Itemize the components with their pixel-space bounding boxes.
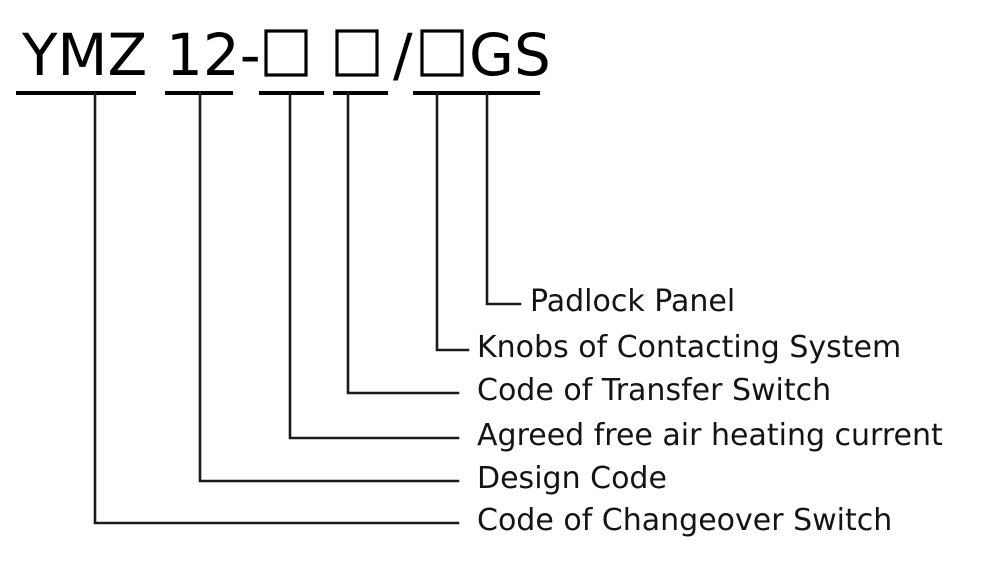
code-placeholder-box-2	[335, 29, 379, 77]
callout-label-knobs-contacting-system: Knobs of Contacting System	[477, 330, 901, 365]
callout-label-code-changeover-switch: Code of Changeover Switch	[477, 503, 892, 538]
callout-label-padlock-panel: Padlock Panel	[530, 284, 735, 319]
leader-line-knobs-contacting-system	[435, 91, 470, 352]
leader-line-padlock-panel	[485, 91, 522, 306]
code-placeholder-box-1	[264, 29, 308, 77]
code-segment-slash: /	[393, 21, 413, 89]
callout-label-agreed-free-air-heating-current: Agreed free air heating current	[477, 418, 943, 453]
code-segment-gs: GS	[469, 21, 551, 89]
leader-line-design-code	[198, 91, 460, 483]
code-segment-ymz: YMZ	[21, 21, 147, 89]
leader-line-agreed-free-air-heating-current	[288, 91, 460, 440]
callout-labels: Padlock Panel Knobs of Contacting System…	[477, 284, 943, 538]
callout-leader-lines	[93, 91, 522, 525]
leader-line-code-transfer-switch	[346, 91, 460, 395]
code-placeholder-box-3	[420, 29, 464, 77]
callout-label-design-code: Design Code	[477, 461, 667, 496]
code-segment-12: 12-	[166, 21, 261, 89]
model-code-string: YMZ 12- / GS	[21, 21, 551, 89]
leader-line-code-changeover-switch	[93, 91, 460, 525]
callout-label-code-transfer-switch: Code of Transfer Switch	[477, 373, 831, 408]
